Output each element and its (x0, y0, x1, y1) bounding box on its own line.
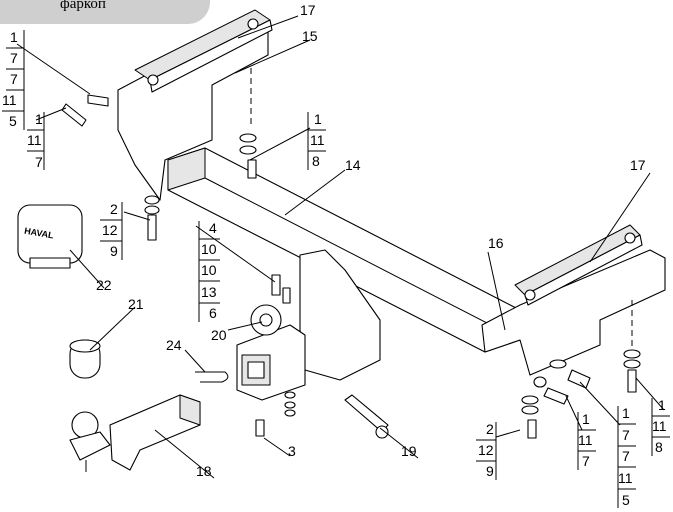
callout-c8-4: 5 (622, 492, 630, 508)
label-21: 21 (128, 296, 144, 312)
callout-c7-1: 11 (578, 432, 593, 448)
callout-c6-0: 2 (486, 421, 494, 437)
header-tab-label: фаркоп (60, 0, 106, 12)
leader-lines (16, 15, 665, 479)
callout-group-left-top: 1 7 7 11 5 (2, 29, 25, 130)
callout-c5-0: 4 (209, 220, 217, 236)
ball-mount (69, 394, 201, 472)
pin (344, 394, 389, 439)
callout-c2-0: 1 (35, 111, 43, 127)
callout-c2-1: 11 (27, 132, 42, 148)
callout-c1-3: 11 (2, 92, 17, 108)
callout-group-center-left: 4 10 10 13 6 (198, 220, 220, 322)
callout-c5-3: 13 (201, 284, 217, 300)
left-bracket (117, 9, 273, 201)
callout-c4-1: 12 (102, 222, 118, 238)
callout-c9-1: 11 (652, 418, 667, 434)
clip (195, 371, 229, 383)
label-17-top: 17 (300, 2, 316, 18)
callout-group-center-top: 1 11 8 (307, 111, 326, 170)
socket-cover: HAVAL (17, 204, 83, 269)
label-22: 22 (96, 277, 112, 293)
callout-c3-2: 8 (312, 153, 320, 169)
callout-c7-0: 1 (582, 411, 590, 427)
header-tab: фаркоп (0, 0, 210, 24)
ball-cover (69, 339, 101, 379)
label-16: 16 (488, 235, 504, 251)
callout-c8-3: 11 (618, 470, 633, 486)
callout-group-left-lower: 2 12 9 (100, 201, 123, 260)
callout-c9-2: 8 (655, 439, 663, 455)
callout-c1-0: 1 (10, 29, 18, 45)
label-14: 14 (345, 157, 361, 173)
callout-c5-1: 10 (201, 241, 217, 257)
callout-c1-2: 7 (10, 71, 18, 87)
callout-group-left-mid: 1 11 7 (27, 111, 45, 170)
label-24: 24 (166, 337, 182, 353)
label-3: 3 (288, 443, 296, 459)
callout-c6-2: 9 (486, 463, 494, 479)
callout-c4-0: 2 (110, 201, 118, 217)
callout-c8-0: 1 (622, 405, 630, 421)
callout-c8-1: 7 (622, 427, 630, 443)
label-17-right: 17 (630, 157, 646, 173)
callout-c6-1: 12 (478, 442, 494, 458)
callout-c4-2: 9 (110, 243, 118, 259)
washers (144, 133, 641, 417)
callout-c9-0: 1 (658, 397, 666, 413)
callout-c8-2: 7 (622, 448, 630, 464)
callout-c5-2: 10 (201, 262, 217, 278)
callout-c5-4: 6 (209, 305, 217, 321)
bolts (61, 94, 637, 439)
callout-c7-2: 7 (582, 453, 590, 469)
callout-c3-0: 1 (314, 111, 322, 127)
right-bracket (481, 224, 666, 376)
callout-group-right-lower: 2 12 9 (476, 421, 497, 480)
label-19: 19 (401, 443, 417, 459)
receiver-mount (236, 249, 381, 401)
callout-c3-1: 11 (310, 132, 325, 148)
callout-c1-4: 5 (9, 113, 17, 129)
callout-c2-2: 7 (35, 154, 43, 170)
callout-group-right-mid: 1 11 7 (577, 411, 596, 470)
label-18: 18 (196, 463, 212, 479)
callout-group-right-tall: 1 7 7 11 5 (617, 405, 636, 508)
callout-c1-1: 7 (10, 50, 18, 66)
callout-group-far-right: 1 11 8 (651, 397, 670, 456)
label-15: 15 (302, 28, 318, 44)
label-20: 20 (211, 327, 227, 343)
